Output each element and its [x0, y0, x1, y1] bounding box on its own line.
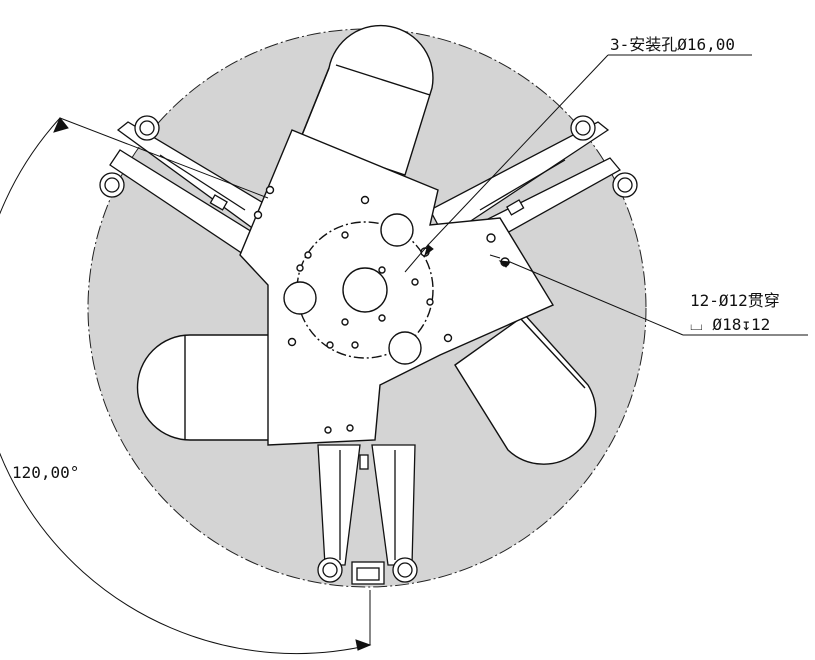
leader-mount-holes	[404, 54, 752, 273]
arm-top	[299, 24, 434, 176]
leader-through-holes	[489, 254, 808, 336]
arm-lower-right	[454, 314, 597, 465]
arm-left	[136, 334, 276, 441]
link-bottom	[317, 444, 418, 585]
angle-label: 120,00°	[12, 463, 79, 482]
through-holes-label: 12-Ø12贯穿	[690, 291, 780, 310]
mount-holes-label: 3-安装孔Ø16,00	[610, 35, 735, 54]
mounting-plate	[239, 129, 555, 446]
counterbore-label: ⌴ Ø18↧12	[690, 315, 770, 334]
angle-dimension	[0, 117, 372, 655]
